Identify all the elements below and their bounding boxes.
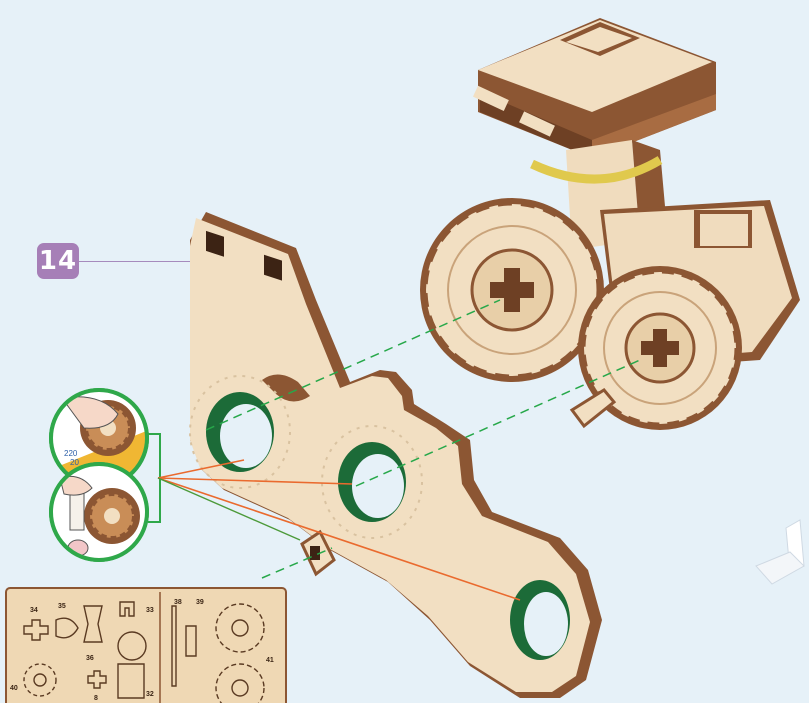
ring-hole-bottom xyxy=(510,580,570,660)
part-label-41: 41 xyxy=(266,657,274,664)
top-housing xyxy=(473,18,716,158)
part-label-40: 40 xyxy=(10,685,18,692)
part-label-38: 38 xyxy=(174,599,182,606)
large-gear xyxy=(420,198,604,382)
part-label-35: 35 xyxy=(58,603,66,610)
parts-sheet: 34 35 33 38 39 36 41 32 40 8 xyxy=(6,588,286,703)
part-label-32: 32 xyxy=(146,691,154,698)
corner-bracket xyxy=(756,520,804,584)
part-label-36: 36 xyxy=(86,655,94,662)
callout-number-20: 20 xyxy=(70,458,79,467)
callout-number-220: 220 xyxy=(64,449,78,458)
part-label-8: 8 xyxy=(94,695,98,702)
detail-callout-bottom xyxy=(49,462,149,562)
gear-assembly xyxy=(420,18,800,430)
part-label-34: 34 xyxy=(30,607,38,614)
part-label-33: 33 xyxy=(146,607,154,614)
part-label-39: 39 xyxy=(196,599,204,606)
